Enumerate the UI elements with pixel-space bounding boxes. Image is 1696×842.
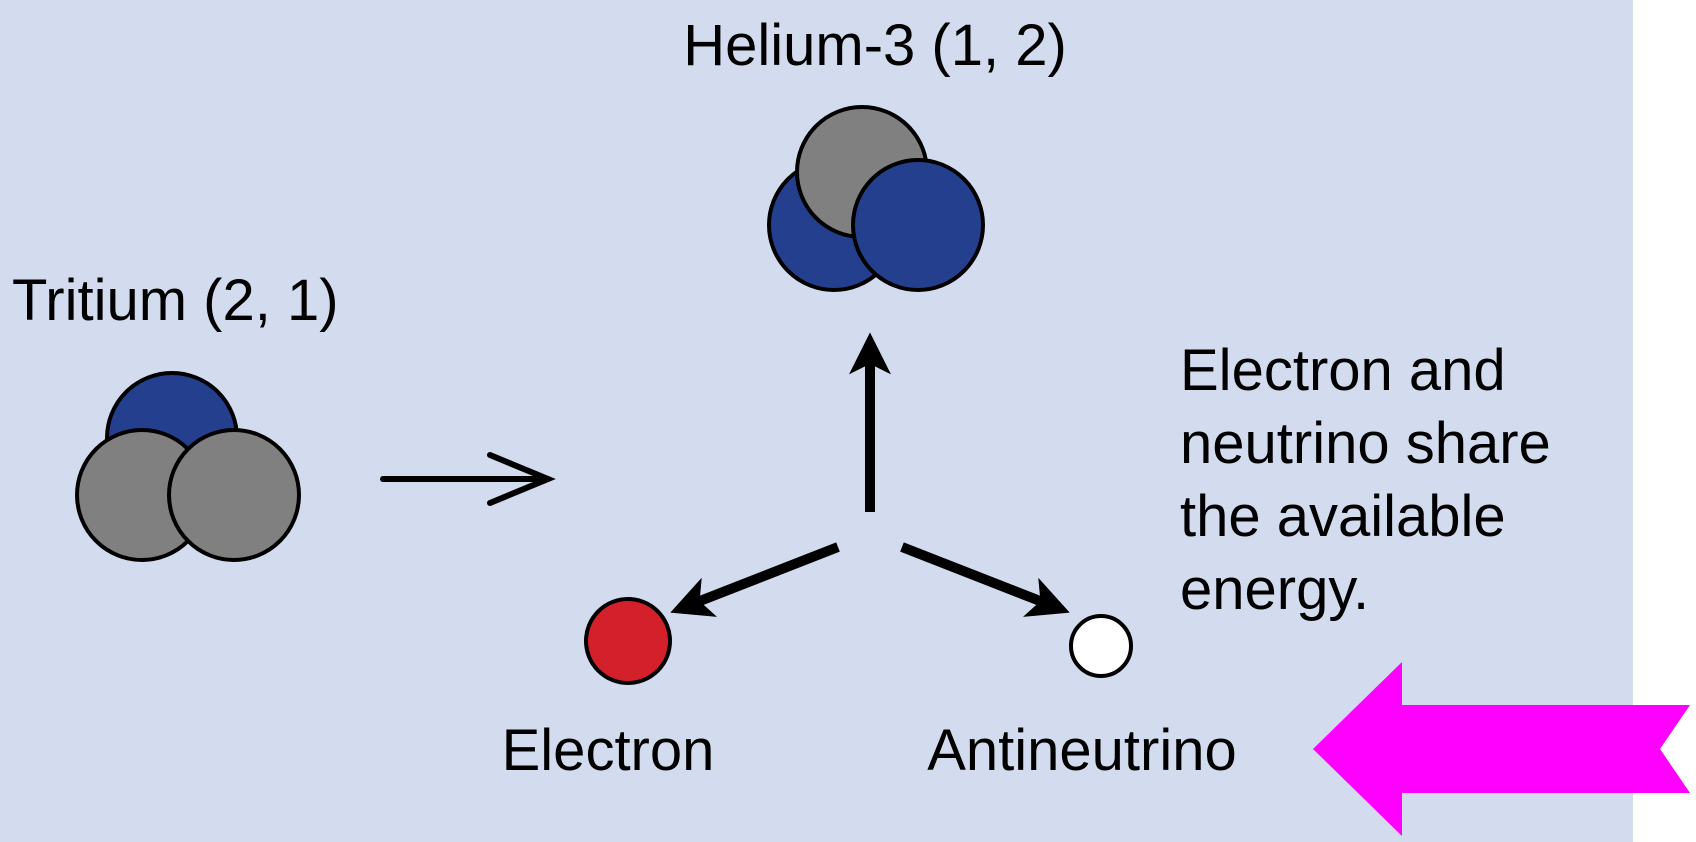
energy-note-line: energy. (1180, 557, 1369, 622)
energy-note-line: neutrino share (1180, 411, 1551, 476)
antineutrino-particle (1069, 614, 1133, 678)
energy-note-line: Electron and (1180, 338, 1506, 403)
antineutrino-label: Antineutrino (927, 718, 1237, 783)
reaction-arrow-icon (380, 452, 556, 506)
tritium-label: Tritium (2, 1) (12, 268, 339, 333)
electron-particle (584, 597, 672, 685)
energy-note: Electron and neutrino share the availabl… (1180, 338, 1567, 622)
helium3-nucleus (767, 105, 985, 292)
arrow-to-electron-icon (670, 542, 840, 617)
helium3-label: Helium-3 (1, 2) (683, 13, 1067, 78)
proton (851, 158, 985, 292)
magenta-pointer-arrow-icon (1313, 662, 1690, 836)
neutron (167, 428, 301, 562)
electron-label: Electron (502, 718, 715, 783)
arrow-to-antineutrino-icon (900, 542, 1070, 617)
tritium-nucleus (75, 371, 301, 562)
energy-note-line: the available (1180, 484, 1506, 549)
decay-arrows (670, 332, 1070, 617)
